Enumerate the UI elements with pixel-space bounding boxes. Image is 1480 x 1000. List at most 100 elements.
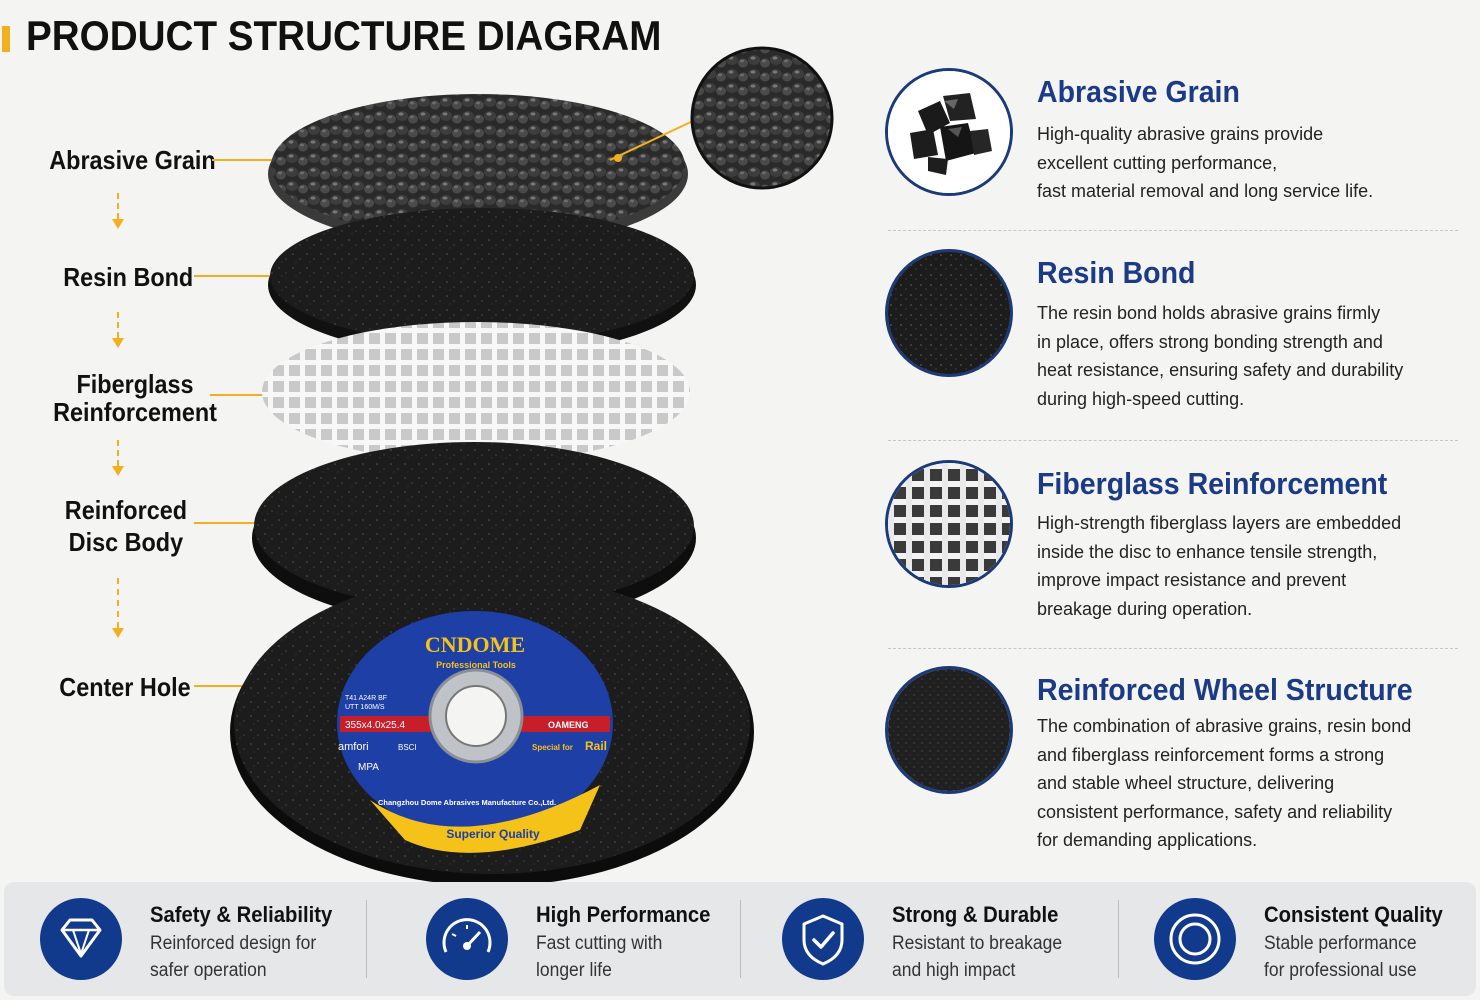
benefit-line: Fast cutting with [536,933,663,954]
feature-description: High-strength fiberglass layers are embe… [1037,509,1457,623]
wheel-label-yellow-band [370,785,600,853]
feature-line: heat resistance, ensuring safety and dur… [1037,360,1404,380]
benefit-title: Consistent Quality [1264,902,1443,927]
label-cert-mpa: MPA [358,762,379,773]
layer-label-disc-line2: Disc Body [68,527,184,557]
feature-separator [888,230,1458,231]
feature-line: during high-speed cutting. [1037,388,1245,409]
diamond-icon [40,898,122,980]
zoom-leader [609,119,696,161]
feature-line: High-strength fiberglass layers are embe… [1037,513,1402,533]
layer-label-fiberglass: Fiberglass Reinforcement [53,370,217,426]
benefit-divider [1118,900,1119,978]
gauge-icon [426,898,508,980]
benefit-divider [366,900,367,978]
zoom-leader-dot [614,154,622,162]
benefit-line: Stable performance [1264,933,1417,954]
feature-line: and fiberglass reinforcement forms a str… [1037,744,1385,765]
benefit-description: Reinforced design for safer operation [150,930,352,984]
leader-disc [194,522,300,524]
benefit-line: for professional use [1264,960,1417,981]
feature-line: and stable wheel structure, delivering [1037,773,1335,793]
layer-label-resin-bond: Resin Bond [63,262,194,292]
label-cert-bsci: BSCI [398,743,417,752]
label-maker: Changzhou Dome Abrasives Manufacture Co.… [378,798,556,807]
feature-title: Fiberglass Reinforcement [1037,466,1388,501]
wheel-structure-thumbnail [885,666,1013,794]
feature-separator [888,648,1458,649]
feature-line: improve impact resistance and prevent [1037,570,1347,590]
feature-line: High-quality abrasive grains provide [1037,124,1324,144]
label-quality: Superior Quality [446,827,540,841]
benefit-divider [740,900,741,978]
label-brand: CNDOME [425,632,525,657]
abrasive-grain-thumbnail [885,68,1013,196]
resin-layer [270,208,694,344]
benefit-description: Resistant to breakage and high impact [892,930,1094,984]
leader-abrasive [212,159,302,161]
layer-label-disc-line1: Reinforced [64,495,188,525]
leader-fiberglass [210,394,302,396]
feature-line: inside the disc to enhance tensile stren… [1037,541,1378,562]
feature-line: The resin bond holds abrasive grains fir… [1037,303,1381,323]
layer-label-fiberglass-line2: Reinforcement [53,397,217,427]
label-cert-amfori: amfori [338,741,369,753]
label-tagline: Professional Tools [436,660,516,670]
grain-zoom-circle [690,46,834,190]
benefit-line: Reinforced design for [150,933,317,954]
mesh-texture-icon [888,463,1010,585]
fiberglass-layer [262,322,690,462]
label-spec-speed: UTT 160M/S [345,704,385,711]
grain-cluster-icon [888,71,1010,193]
benefit-line: longer life [536,960,612,981]
benefit-title: High Performance [536,902,711,927]
feature-description: The combination of abrasive grains, resi… [1037,712,1457,855]
benefit-title: Strong & Durable [892,902,1059,927]
page-title: PRODUCT STRUCTURE DIAGRAM [26,12,662,59]
benefit-description: Stable performance for professional use [1264,930,1466,984]
exploded-disc-illustration: CNDOME Professional Tools T41 A24R BF UT… [230,46,834,885]
benefit-description: Fast cutting with longer life [536,930,738,984]
flow-arrow-2 [112,312,124,348]
wheel-label-red-band-right [520,716,610,732]
feature-title: Resin Bond [1037,255,1196,290]
label-special-prefix: Special for [532,743,573,752]
label-special: Rail [585,739,607,753]
layer-label-center-hole: Center Hole [59,672,191,702]
center-hole [445,685,507,747]
feature-title: Reinforced Wheel Structure [1037,672,1413,707]
resin-texture-icon [888,252,1010,374]
benefit-title: Safety & Reliability [150,902,333,927]
benefit-line: Resistant to breakage [892,933,1063,954]
layer-label-abrasive-grain: Abrasive Grain [49,145,216,175]
benefits-bar: Safety & Reliability Reinforced design f… [4,882,1476,996]
flow-arrow-3 [112,440,124,476]
benefit-line: safer operation [150,960,267,981]
feature-title: Abrasive Grain [1037,74,1240,109]
feature-line: breakage during operation. [1037,598,1253,619]
label-model: OAMENG [548,720,589,730]
shield-check-icon [782,898,864,980]
feature-description: High-quality abrasive grains provide exc… [1037,120,1457,206]
title-accent-bar [2,26,10,52]
label-spec-code: T41 A24R BF [345,695,387,702]
wheel-texture-icon [888,669,1010,791]
benefit-line: and high impact [892,960,1016,981]
layer-label-fiberglass-line1: Fiberglass [76,369,194,399]
feature-line: for demanding applications. [1037,830,1258,850]
flow-arrow-1 [112,193,124,229]
feature-line: excellent cutting performance, [1037,152,1278,173]
feature-description: The resin bond holds abrasive grains fir… [1037,299,1457,413]
layer-label-disc-body: Reinforced Disc Body [65,496,187,556]
target-ring-icon [1154,898,1236,980]
feature-separator [888,440,1458,441]
disc-body-layer [254,442,694,610]
wheel-label-red-band-left [340,716,458,732]
grain-layer [271,94,685,238]
resin-bond-thumbnail [885,249,1013,377]
feature-line: fast material removal and long service l… [1037,181,1374,201]
fiberglass-thumbnail [885,460,1013,588]
feature-line: consistent performance, safety and relia… [1037,801,1393,822]
feature-line: in place, offers strong bonding strength… [1037,331,1383,352]
leader-resin [194,275,300,277]
